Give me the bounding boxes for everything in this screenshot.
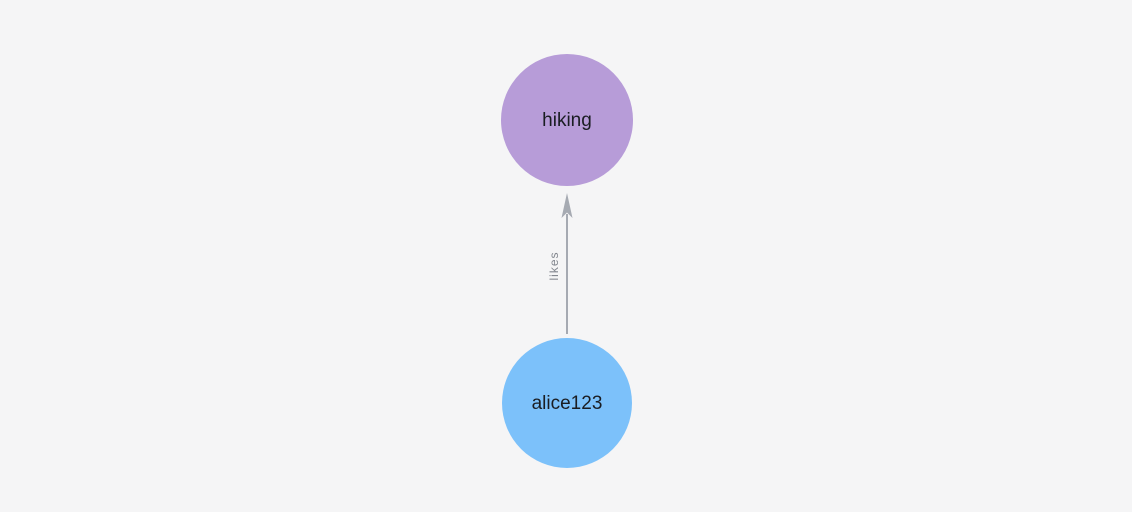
edge-arrowhead-icon: [561, 193, 573, 218]
edge-label: likes: [547, 251, 561, 281]
node-alice123-label: alice123: [531, 392, 603, 414]
node-alice123[interactable]: alice123: [502, 338, 632, 468]
edge-arrow-icon: [561, 193, 573, 334]
node-hiking-label: hiking: [542, 109, 592, 131]
node-hiking[interactable]: hiking: [501, 54, 633, 186]
